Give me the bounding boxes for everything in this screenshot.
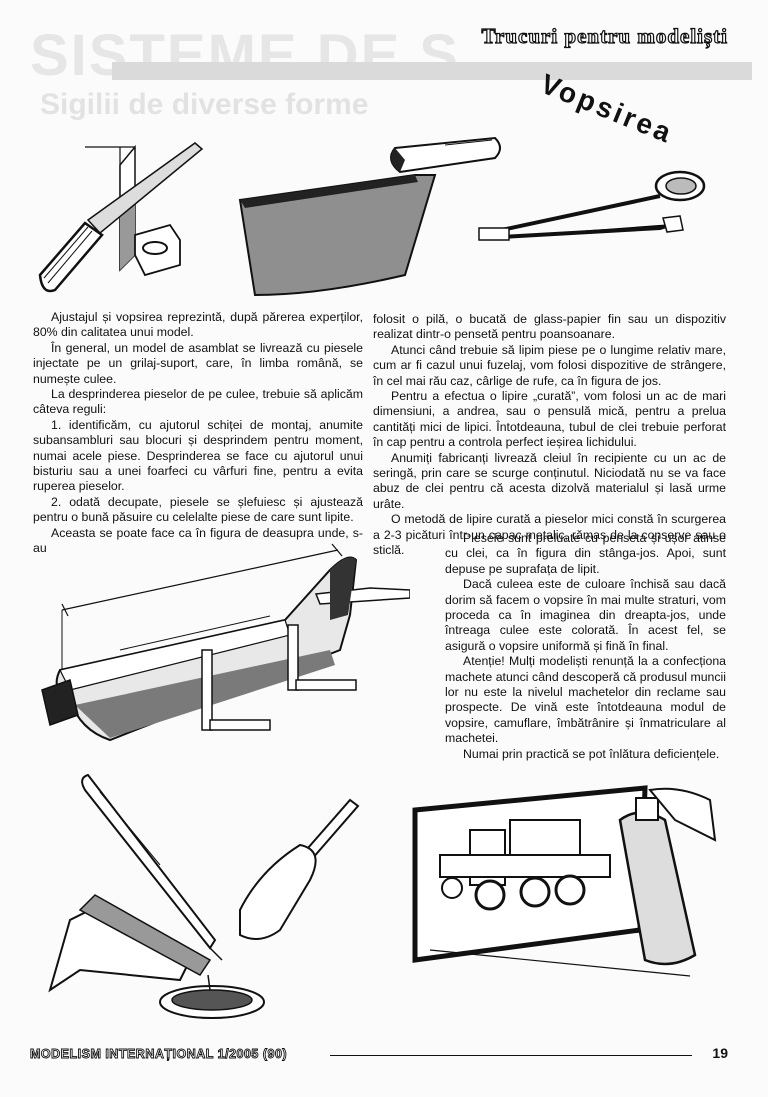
paragraph: Piesele sunt preluate cu penseta și ușor… bbox=[445, 531, 726, 576]
paragraph: Dacă culeea este de culoare închisă sau … bbox=[445, 577, 726, 653]
sanding-illustration bbox=[238, 136, 501, 297]
paragraph: Aceasta se poate face ca în figura de de… bbox=[33, 525, 363, 556]
paragraph: folosit o pilă, o bucată de glass-papier… bbox=[373, 312, 726, 342]
paragraph: Pentru a efectua o lipire „curată”, vom … bbox=[373, 389, 726, 450]
glue-application-illustration bbox=[48, 773, 360, 1019]
paragraph: 2. odată decupate, piesele se șlefuiesc … bbox=[33, 494, 363, 525]
background-band bbox=[112, 62, 752, 80]
paragraph: Ajustajul și vopsirea reprezintă, după p… bbox=[33, 310, 363, 340]
magazine-title: MODELISM INTERNAȚIONAL 1/2005 (90) bbox=[30, 1047, 288, 1062]
paragraph: Anumiți fabricanți livrează cleiul în re… bbox=[373, 450, 726, 511]
file-illustration bbox=[38, 142, 204, 293]
page-number: 19 bbox=[712, 1045, 728, 1061]
section-title: Trucuri pentru modeliști bbox=[481, 23, 728, 48]
paragraph: 1. identificăm, cu ajutorul schiței de m… bbox=[33, 417, 363, 494]
paragraph: În general, un model de asamblat se livr… bbox=[33, 340, 363, 386]
spray-painting-illustration bbox=[412, 785, 717, 977]
background-bleed-heading: Sigilii de diverse forme bbox=[40, 88, 369, 121]
fuselage-clamping-illustration bbox=[41, 543, 410, 742]
article-title: Vopsirea bbox=[536, 68, 678, 150]
article-column-continuation: Piesele sunt preluate cu penseta și ușor… bbox=[445, 531, 726, 762]
tweezers-illustration bbox=[478, 170, 706, 241]
footer-rule bbox=[330, 1055, 692, 1056]
paragraph: Atunci când trebuie să lipim piese pe o … bbox=[373, 342, 726, 388]
article-column-left: Ajustajul și vopsirea reprezintă, după p… bbox=[33, 310, 363, 557]
paragraph: Numai prin practică se pot înlătura defi… bbox=[463, 746, 720, 761]
paragraph: Atenție! Mulți modeliști renunță la a co… bbox=[445, 654, 726, 746]
article-column-right: folosit o pilă, o bucată de glass-papier… bbox=[373, 312, 726, 559]
paragraph: La desprinderea pieselor de pe culee, tr… bbox=[33, 387, 363, 417]
paragraph: O metodă de lipire curată a pieselor mic… bbox=[373, 512, 726, 558]
